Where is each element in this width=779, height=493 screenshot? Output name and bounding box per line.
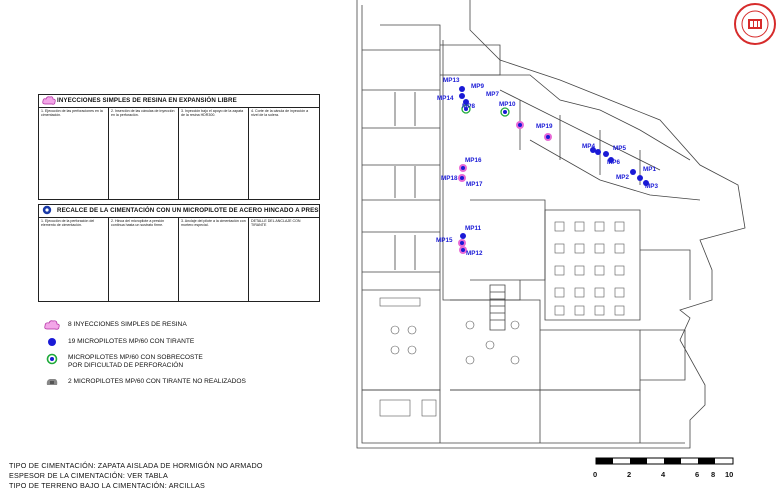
micropile-panel: RECALCE DE LA CIMENTACIÓN CON UN MICROPI… [38, 204, 320, 302]
note-foundation-thickness: ESPESOR DE LA CIMENTACIÓN: VER TABLA [9, 471, 168, 480]
scale-tick-10: 10 [725, 470, 734, 479]
resin-step-1: 1. Ejecución de las perforaciones en la … [39, 108, 109, 199]
note-soil-type: TIPO DE TERRENO BAJO LA CIMENTACIÓN: ARC… [9, 481, 206, 490]
resin-step-2-text: 2. Inserción de las cánulas de inyección… [111, 109, 175, 118]
marker-mp10: MP10 [499, 101, 516, 108]
marker-mp7: MP7 [486, 91, 499, 98]
resin-cloud-icon [42, 96, 56, 105]
marker-mp16: MP16 [465, 157, 482, 164]
scale-tick-0: 0 [593, 470, 598, 479]
marker-mp12: MP12 [466, 250, 483, 257]
marker-mp9: MP9 [471, 83, 484, 90]
micropile-step-2: 2. Hinca del micropilote a presión conti… [109, 218, 179, 301]
micropile-step-3-text: 3. Anclaje del pilote a la cimentación c… [181, 219, 246, 228]
marker-mp14: MP14 [437, 95, 454, 102]
micropile-step-1: 1. Ejecución de la perforación del eleme… [39, 218, 109, 301]
marker-mp5: MP5 [613, 145, 626, 152]
marker-mp1: MP1 [643, 166, 656, 173]
scale-tick-8: 8 [711, 470, 716, 479]
marker-mp8: MP8 [462, 103, 475, 110]
micropile-step-2-text: 2. Hinca del micropilote a presión conti… [111, 219, 165, 228]
resin-step-4: 4. Corte de la cánula de inyección a niv… [249, 108, 318, 199]
resin-cloud-icon [44, 320, 60, 330]
resin-step-4-text: 4. Corte de la cánula de inyección a niv… [251, 109, 309, 118]
legend-not-done-text: 2 MICROPILOTES MP/60 CON TIRANTE NO REAL… [68, 378, 246, 385]
resin-injection-panel: INYECCIONES SIMPLES DE RESINA EN EXPANSI… [38, 94, 320, 200]
marker-mp11: MP11 [465, 225, 482, 232]
marker-mp13: MP13 [443, 77, 460, 84]
obra-sin-zanjas-stamp [734, 3, 776, 45]
marker-mp18: MP18 [441, 175, 458, 182]
marker-mp6: MP6 [607, 159, 620, 166]
marker-mp17: MP17 [466, 181, 483, 188]
resin-panel-title: INYECCIONES SIMPLES DE RESINA EN EXPANSI… [39, 95, 319, 108]
marker-mp4: MP4 [582, 143, 595, 150]
micropile-detail-text: DETALLE DEL ANCLAJE CON TIRANTE [251, 219, 301, 228]
scale-tick-4: 4 [661, 470, 666, 479]
resin-step-1-text: 1. Ejecución de las perforaciones en la … [41, 109, 103, 118]
legend-extra-cost-text-2: POR DIFICULTAD DE PERFORACIÓN [68, 362, 184, 369]
resin-step-3: 3. Inyección bajo el apoyo de la zapata … [179, 108, 249, 199]
marker-mp15: MP15 [436, 237, 453, 244]
scale-tick-2: 2 [627, 470, 632, 479]
legend-micropile-text: 19 MICROPILOTES MP/60 CON TIRANTE [68, 338, 195, 345]
grey-marker-icon [46, 379, 58, 385]
micropile-anchor-detail: DETALLE DEL ANCLAJE CON TIRANTE [249, 218, 318, 301]
green-ring-icon [46, 353, 58, 365]
micropile-step-1-text: 1. Ejecución de la perforación del eleme… [41, 219, 95, 228]
blue-dot-icon [48, 338, 56, 346]
marker-mp19: MP19 [536, 123, 553, 130]
legend-resin-text: 8 INYECCIONES SIMPLES DE RESINA [68, 321, 187, 328]
micropile-logo-icon [42, 205, 52, 215]
micropile-panel-title: RECALCE DE LA CIMENTACIÓN CON UN MICROPI… [39, 205, 319, 218]
resin-step-3-text: 3. Inyección bajo el apoyo de la zapata … [181, 109, 244, 118]
micropile-step-3: 3. Anclaje del pilote a la cimentación c… [179, 218, 249, 301]
resin-step-2: 2. Inserción de las cánulas de inyección… [109, 108, 179, 199]
marker-mp2: MP2 [616, 174, 629, 181]
note-foundation-type: TIPO DE CIMENTACIÓN: ZAPATA AISLADA DE H… [9, 461, 263, 470]
scale-tick-6: 6 [695, 470, 700, 479]
marker-mp3: MP3 [645, 183, 658, 190]
legend-extra-cost-text: MICROPILOTES MP/60 CON SOBRECOSTE [68, 354, 203, 361]
